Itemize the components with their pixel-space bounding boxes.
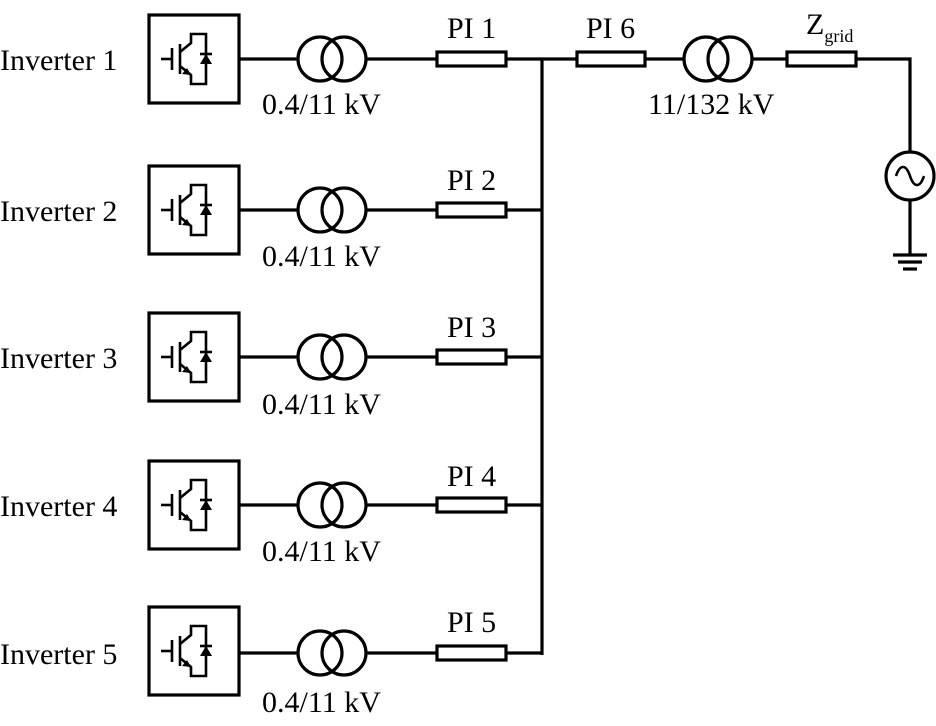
igbt-inverter-icon	[147, 605, 241, 697]
ground-icon	[893, 200, 927, 271]
transformer-icon	[296, 186, 368, 234]
igbt-inverter-icon	[147, 164, 241, 256]
inverter-branch-4: Inverter 4 0.4/11 kV PI 4	[0, 459, 542, 568]
inverter-label: Inverter 3	[0, 342, 117, 375]
grid-feeder: PI 6 11/132 kV Zgrid	[542, 8, 936, 271]
ac-source-icon	[884, 150, 936, 202]
pi-line-label: PI 6	[586, 12, 635, 45]
pi-line-resistor	[575, 50, 647, 68]
transformer-icon	[682, 35, 754, 83]
pi-line-resistor	[435, 50, 508, 68]
inverter-label: Inverter 5	[0, 638, 117, 671]
transformer-icon	[296, 481, 368, 529]
igbt-inverter-icon	[147, 13, 241, 105]
pi-line-label: PI 2	[447, 164, 496, 197]
grid-impedance-symbol: Z	[806, 8, 824, 41]
pi-line-label: PI 3	[447, 311, 496, 344]
grid-impedance-label: Zgrid	[806, 8, 853, 46]
igbt-inverter-icon	[147, 311, 241, 403]
transformer-ratio: 0.4/11 kV	[262, 88, 381, 121]
inverter-branch-2: Inverter 2 0.4/11 kV PI 2	[0, 164, 542, 273]
inverter-label: Inverter 1	[0, 44, 117, 77]
transformer-icon	[296, 35, 368, 83]
pi-line-resistor	[435, 201, 508, 219]
igbt-inverter-icon	[147, 459, 241, 551]
pi-line-label: PI 5	[447, 606, 496, 639]
transformer-ratio: 0.4/11 kV	[262, 686, 381, 719]
grid-impedance-resistor	[785, 50, 858, 68]
transformer-ratio: 0.4/11 kV	[262, 388, 381, 421]
inverter-branch-1: Inverter 1 0.4/11 kV PI 1	[0, 12, 542, 121]
pi-line-resistor	[435, 496, 508, 514]
transformer-icon	[296, 629, 368, 677]
inverter-branch-3: Inverter 3 0.4/11 kV PI 3	[0, 311, 542, 421]
pi-line-resistor	[435, 348, 508, 366]
inverter-branch-5: Inverter 5 0.4/11 kV PI 5	[0, 605, 542, 719]
pi-line-resistor	[435, 644, 508, 662]
inverter-label: Inverter 4	[0, 490, 117, 523]
transformer-ratio: 11/132 kV	[648, 88, 775, 121]
transformer-icon	[296, 333, 368, 381]
pi-line-label: PI 1	[447, 12, 496, 45]
transformer-ratio: 0.4/11 kV	[262, 535, 381, 568]
grid-impedance-subscript: grid	[824, 26, 853, 46]
inverter-label: Inverter 2	[0, 195, 117, 228]
pi-line-label: PI 4	[447, 460, 496, 493]
transformer-ratio: 0.4/11 kV	[262, 240, 381, 273]
